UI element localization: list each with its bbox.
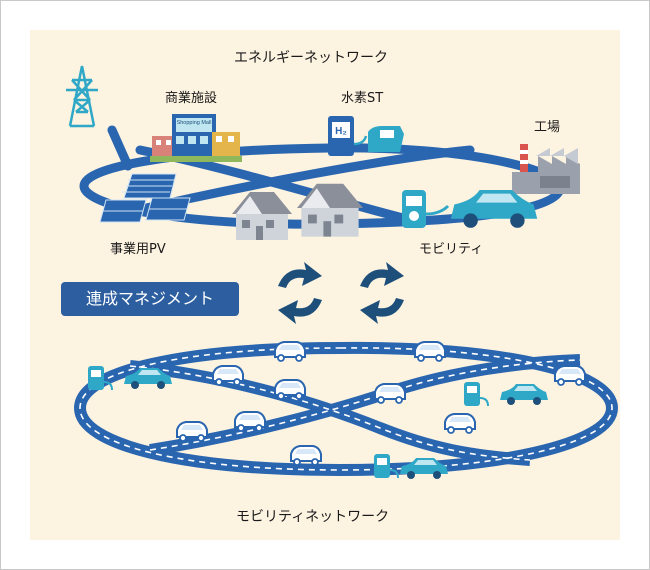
cycle-arrows-icon — [278, 262, 404, 324]
mobility-label: モビリティ — [419, 238, 483, 257]
energy-network-title: エネルギーネットワーク — [234, 47, 388, 67]
car-icon — [451, 190, 537, 228]
factory-label: 工場 — [534, 116, 560, 135]
factory-icon — [512, 144, 580, 194]
hydrogen-sign: H₂ — [335, 126, 347, 137]
transmission-tower-icon — [66, 66, 98, 126]
mobility-network-title: モビリティネットワーク — [236, 506, 389, 526]
solar-pv-label: 事業用PV — [110, 238, 166, 257]
mobility-network-loop — [80, 348, 612, 470]
mall-sign: Shopping Mall — [177, 120, 212, 126]
commercial-facility-label: 商業施設 — [165, 87, 217, 106]
hydrogen-station-label: 水素ST — [341, 87, 383, 106]
coupled-management-label: 連成マネジメント — [61, 282, 239, 316]
